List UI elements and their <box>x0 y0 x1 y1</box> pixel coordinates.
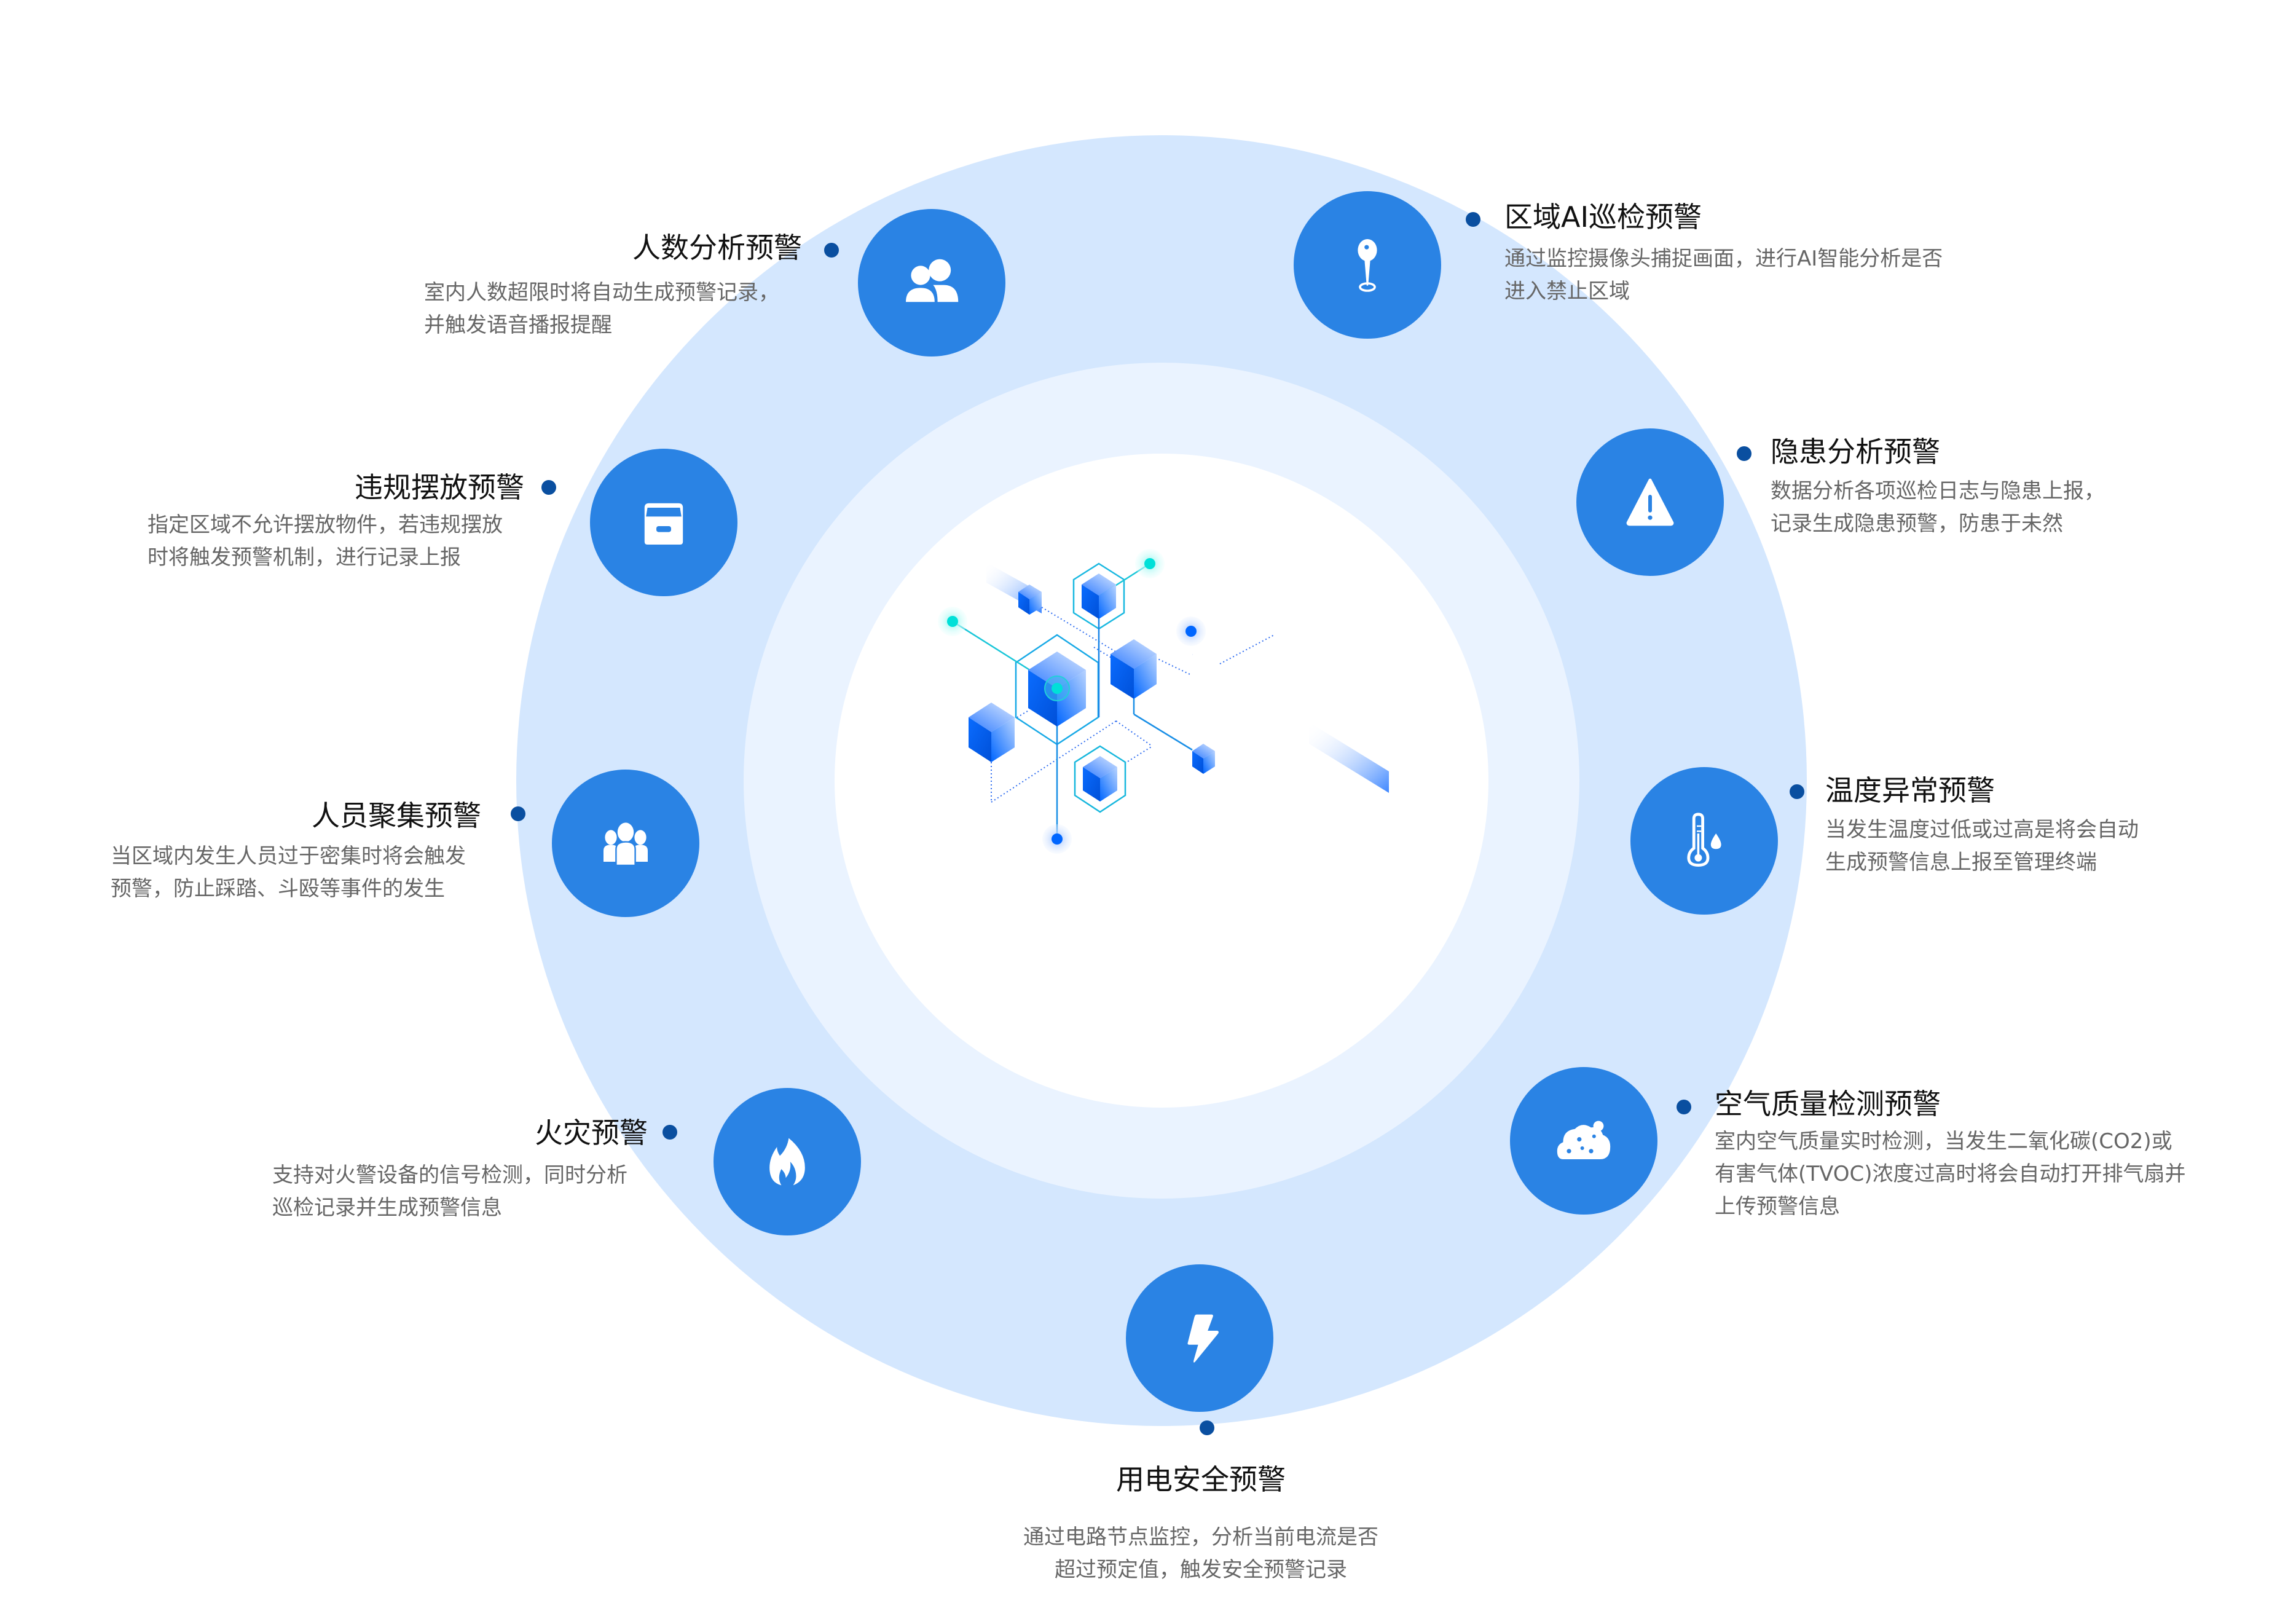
people-count-title: 人数分析预警 <box>632 231 802 264</box>
illegal-placement-dot <box>541 480 556 495</box>
isometric-cubes-network-icon <box>938 549 1389 854</box>
crowd-desc: 当区域内发生人员过于密集时将会触发 预警，防止踩踏、斗殴等事件的发生 <box>111 844 466 901</box>
center-node-dot <box>1052 683 1063 694</box>
cloud-icon <box>1557 1121 1611 1159</box>
node-dot <box>1185 626 1197 637</box>
cube-small-top-left <box>1018 585 1042 615</box>
fire-dot <box>662 1125 677 1140</box>
temperature-dot <box>1790 784 1804 799</box>
electricity-node[interactable] <box>1126 1264 1273 1412</box>
people-pair-icon <box>906 259 959 302</box>
cube-right <box>1111 639 1157 699</box>
warning-icon <box>1626 478 1674 526</box>
box-icon <box>644 503 683 545</box>
fire-node[interactable] <box>714 1088 861 1235</box>
temperature-node[interactable] <box>1630 767 1778 915</box>
air-quality-node[interactable] <box>1510 1067 1657 1215</box>
crowd-node[interactable] <box>552 770 699 917</box>
node-dot <box>1144 558 1155 569</box>
people-count-desc: 室内人数超限时将自动生成预警记录， 并触发语音播报提醒 <box>424 280 779 337</box>
people-count-dot <box>824 243 839 258</box>
temperature-title: 温度异常预警 <box>1825 774 1995 807</box>
illegal-placement-title: 违规摆放预警 <box>355 471 524 504</box>
node-dot <box>1052 833 1063 845</box>
lightning-icon <box>1187 1314 1219 1363</box>
trail <box>1309 722 1389 793</box>
electricity-title: 用电安全预警 <box>1116 1463 1286 1496</box>
electricity-dot <box>1200 1420 1214 1435</box>
flame-icon <box>769 1138 805 1186</box>
hazard-title: 隐患分析预警 <box>1771 435 1940 468</box>
air-quality-dot <box>1677 1100 1691 1114</box>
map-pin-icon <box>1358 239 1377 292</box>
fire-desc: 支持对火警设备的信号检测，同时分析 巡检记录并生成预警信息 <box>272 1163 627 1220</box>
illegal-placement-node[interactable] <box>590 449 737 596</box>
ai-patrol-node[interactable] <box>1294 191 1441 339</box>
hazard-desc: 数据分析各项巡检日志与隐患上报， 记录生成隐患预警，防患于未然 <box>1771 479 2105 536</box>
ai-patrol-desc: 通过监控摄像头捕捉画面，进行AI智能分析是否 进入禁止区域 <box>1504 246 1943 304</box>
electricity-desc: 通过电路节点监控，分析当前电流是否 超过预定值，触发安全预警记录 <box>1023 1525 1378 1582</box>
cube-small-bottom-right <box>1192 744 1215 774</box>
hazard-dot <box>1737 446 1751 461</box>
thermometer-icon <box>1687 813 1721 867</box>
cube-top <box>1082 573 1116 619</box>
air-quality-title: 空气质量检测预警 <box>1715 1087 1941 1121</box>
ai-patrol-dot <box>1466 212 1480 227</box>
ai-patrol-title: 区域AI巡检预警 <box>1504 200 1702 234</box>
people-count-node[interactable] <box>858 209 1005 356</box>
cube-bottom <box>1083 756 1117 802</box>
air-quality-desc: 室内空气质量实时检测，当发生二氧化碳(CO2)或 有害气体(TVOC)浓度过高时… <box>1715 1129 2186 1219</box>
crowd-dot <box>511 806 525 821</box>
hazard-node[interactable] <box>1576 428 1724 576</box>
fire-title: 火灾预警 <box>535 1116 648 1149</box>
illegal-placement-desc: 指定区域不允许摆放物件，若违规摆放 时将触发预警机制，进行记录上报 <box>147 513 503 570</box>
crowd-title: 人员聚集预警 <box>312 799 481 832</box>
people-group-icon <box>603 822 648 867</box>
cube-left <box>969 703 1015 762</box>
node-dot <box>947 616 958 627</box>
temperature-desc: 当发生温度过低或过高是将会自动 生成预警信息上报至管理终端 <box>1825 817 2139 875</box>
